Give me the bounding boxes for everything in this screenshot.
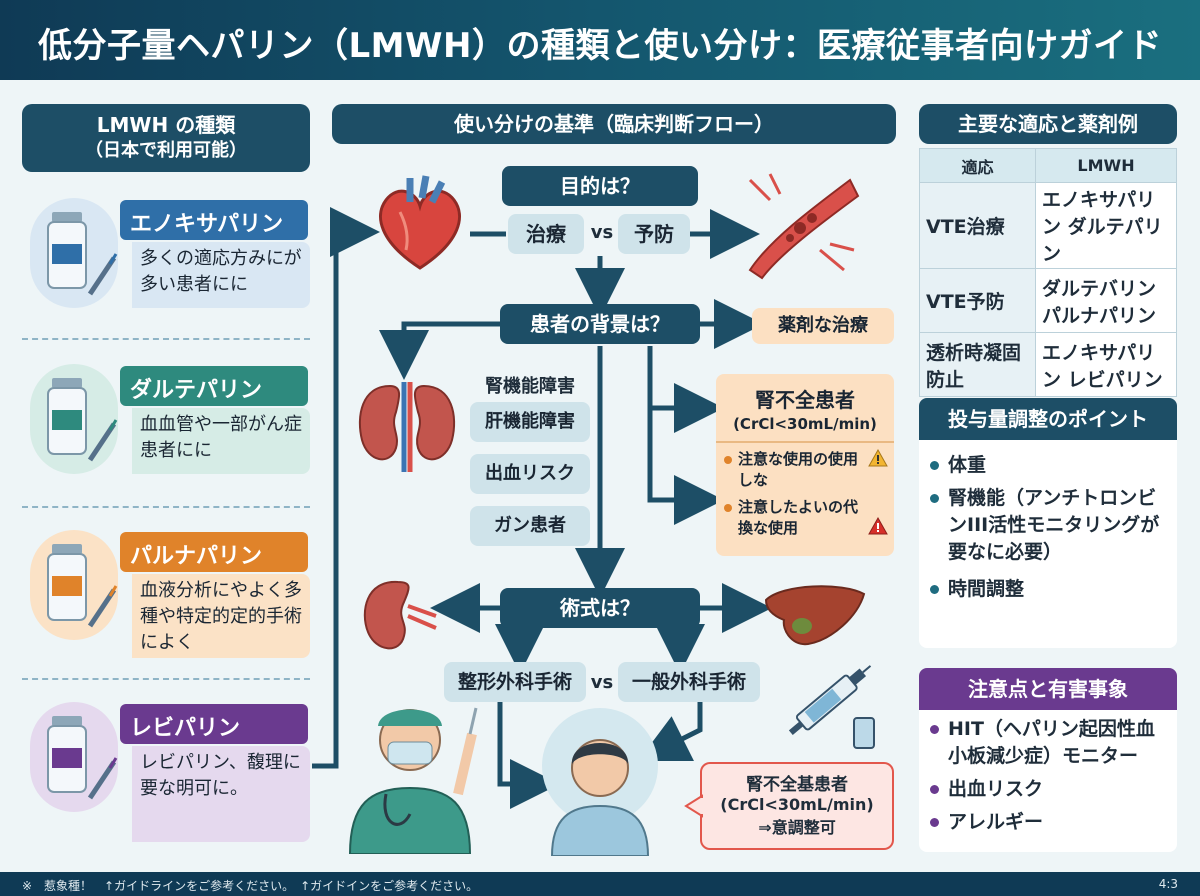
vein-icon bbox=[740, 170, 860, 280]
lmwh-types-title: LMWH の種類 （日本で利用可能） bbox=[22, 104, 310, 172]
table-cell-drugs: エノキサパリン ダルテパリン bbox=[1035, 182, 1177, 269]
flow-hepatic: 肝機能障害 bbox=[470, 402, 590, 442]
header-banner: 低分子量ヘパリン（LMWH）の種類と使い分け：医療従事者向けガイド bbox=[0, 0, 1200, 80]
drug-name-enoxaparin: エノキサパリン bbox=[120, 200, 308, 240]
footer-note: ※ 惹象種！ ↑ガイドラインをご参考ください。 ↑ガイドインをご参考ください。 bbox=[22, 879, 479, 893]
table-cell-indication: VTE予防 bbox=[919, 268, 1036, 333]
list-item: HIT（ヘパリン起因性血小板減少症）モニター bbox=[930, 716, 1170, 770]
caution-item-1: 注意な使用の使用しな bbox=[716, 448, 894, 491]
list-item: 出血リスク bbox=[930, 776, 1170, 803]
syringe-icon bbox=[774, 654, 884, 750]
flow-prevent: 予防 bbox=[618, 214, 690, 254]
kidney-icon bbox=[356, 576, 440, 656]
flow-treat: 治療 bbox=[508, 214, 584, 254]
drug-card-enoxaparin: エノキサパリン 多くの適応方みにが多い患者にに bbox=[22, 190, 310, 328]
page-indicator: 4:3 bbox=[1158, 877, 1178, 891]
dose-title: 投与量調整のポイント bbox=[919, 398, 1177, 440]
col-header-lmwh: LMWH bbox=[1035, 148, 1177, 183]
flow-ortho-surgery: 整形外科手術 bbox=[444, 662, 586, 702]
drug-desc-enoxaparin: 多くの適応方みにが多い患者にに bbox=[132, 242, 310, 308]
renal-failure-panel: 腎不全患者 (CrCl<30mL/min) 注意な使用の使用しな 注意したよいの… bbox=[716, 374, 894, 556]
footer: ※ 惹象種！ ↑ガイドラインをご参考ください。 ↑ガイドインをご参考ください。 … bbox=[0, 872, 1200, 896]
renal-failure-bubble: 腎不全基患者 (CrCl<30mL/min) ⇒意調整可 bbox=[700, 762, 894, 850]
drug-card-reviparin: レビパリン レビパリン、馥理に要な明可に。 bbox=[22, 694, 310, 854]
warning-icon bbox=[868, 516, 888, 541]
drug-desc-parnaparin: 血液分析にやよく多種や特定的定的手術によく bbox=[132, 574, 310, 658]
warning-icon bbox=[868, 448, 888, 473]
renal-failure-title: 腎不全患者 bbox=[755, 388, 855, 412]
flow-cancer: ガン患者 bbox=[470, 506, 590, 546]
drug-name-dalteparin: ダルテパリン bbox=[120, 366, 308, 406]
list-item: 体重 bbox=[930, 452, 1170, 479]
caution-text-2: 注意したよいの代換な使用 bbox=[738, 498, 859, 537]
bubble-line-3: ⇒意調整可 bbox=[758, 818, 836, 837]
ae-list: HIT（ヘパリン起因性血小板減少症）モニター 出血リスク アレルギー bbox=[930, 716, 1170, 836]
drug-desc-reviparin: レビパリン、馥理に要な明可に。 bbox=[132, 746, 310, 842]
indications-title: 主要な適応と薬剤例 bbox=[919, 104, 1177, 144]
table-row: 透析時凝固防止 エノキサパリン レビパリン bbox=[919, 332, 1177, 397]
flow-general-surgery: 一般外科手術 bbox=[618, 662, 760, 702]
flow-vs-1: vs bbox=[590, 222, 614, 243]
vial-icon bbox=[30, 198, 118, 308]
flow-q-background: 患者の背景は？ bbox=[500, 304, 700, 344]
page-title: 低分子量ヘパリン（LMWH）の種類と使い分け：医療従事者向けガイド bbox=[38, 26, 1162, 66]
indications-table: 適応 LMWH VTE治療 エノキサパリン ダルテパリン VTE予防 ダルテバリ… bbox=[919, 148, 1177, 397]
ae-title: 注意点と有害事象 bbox=[919, 668, 1177, 710]
vial-icon bbox=[30, 702, 118, 812]
flow-renal: 腎機能障害 bbox=[485, 376, 575, 397]
heart-icon bbox=[370, 172, 470, 276]
bubble-line-1: 腎不全基患者 bbox=[746, 775, 848, 795]
table-row: VTE治療 エノキサパリン ダルテパリン bbox=[919, 182, 1177, 269]
dose-list: 体重 腎機能（アンチトロンビンIII活性モニタリングが要なに必要） 時間調整 bbox=[930, 452, 1170, 603]
col-header-indication: 適応 bbox=[919, 148, 1036, 183]
surgeon-icon bbox=[340, 684, 490, 855]
table-cell-drugs: エノキサパリン レビパリン bbox=[1035, 332, 1177, 397]
bubble-line-2: (CrCl<30mL/min) bbox=[720, 795, 874, 814]
lmwh-types-title-line1: LMWH の種類 bbox=[96, 113, 236, 137]
drug-card-parnaparin: パルナパリン 血液分析にやよく多種や特定的定的手術によく bbox=[22, 522, 310, 664]
kidney-icon bbox=[352, 376, 462, 472]
caution-item-2: 注意したよいの代換な使用 bbox=[716, 497, 894, 539]
divider bbox=[22, 678, 310, 680]
drug-name-parnaparin: パルナパリン bbox=[120, 532, 308, 572]
bubble-tail bbox=[684, 794, 704, 818]
vial-icon bbox=[30, 364, 118, 474]
table-cell-indication: VTE治療 bbox=[919, 182, 1036, 269]
list-item: 腎機能（アンチトロンビンIII活性モニタリングが要なに必要） bbox=[930, 485, 1170, 566]
divider bbox=[22, 506, 310, 508]
flow-drug-treatment: 薬剤な治療 bbox=[752, 308, 894, 344]
list-item: アレルギー bbox=[930, 809, 1170, 836]
caution-text-1: 注意な使用の使用しな bbox=[738, 450, 859, 489]
table-cell-indication: 透析時凝固防止 bbox=[919, 332, 1036, 397]
renal-failure-sub: (CrCl<30mL/min) bbox=[733, 415, 877, 433]
patient-icon bbox=[540, 706, 660, 857]
table-cell-drugs: ダルテバリン パルナパリン bbox=[1035, 268, 1177, 333]
flow-title: 使い分けの基準（臨床判断フロー） bbox=[332, 104, 896, 144]
flow-q-purpose: 目的は？ bbox=[502, 166, 698, 206]
drug-card-dalteparin: ダルテパリン 血血管や一部がん症患者にに bbox=[22, 356, 310, 494]
drug-name-reviparin: レビパリン bbox=[120, 704, 308, 744]
lmwh-types-title-line2: （日本で利用可能） bbox=[85, 140, 247, 161]
liver-icon bbox=[762, 580, 868, 650]
table-row: VTE予防 ダルテバリン パルナパリン bbox=[919, 268, 1177, 333]
divider bbox=[22, 338, 310, 340]
vial-icon bbox=[30, 530, 118, 640]
flow-vs-2: vs bbox=[590, 672, 614, 693]
drug-desc-dalteparin: 血血管や一部がん症患者にに bbox=[132, 408, 310, 474]
flow-bleeding: 出血リスク bbox=[470, 454, 590, 494]
flow-q-surgery: 術式は？ bbox=[500, 588, 700, 628]
list-item: 時間調整 bbox=[930, 576, 1170, 603]
